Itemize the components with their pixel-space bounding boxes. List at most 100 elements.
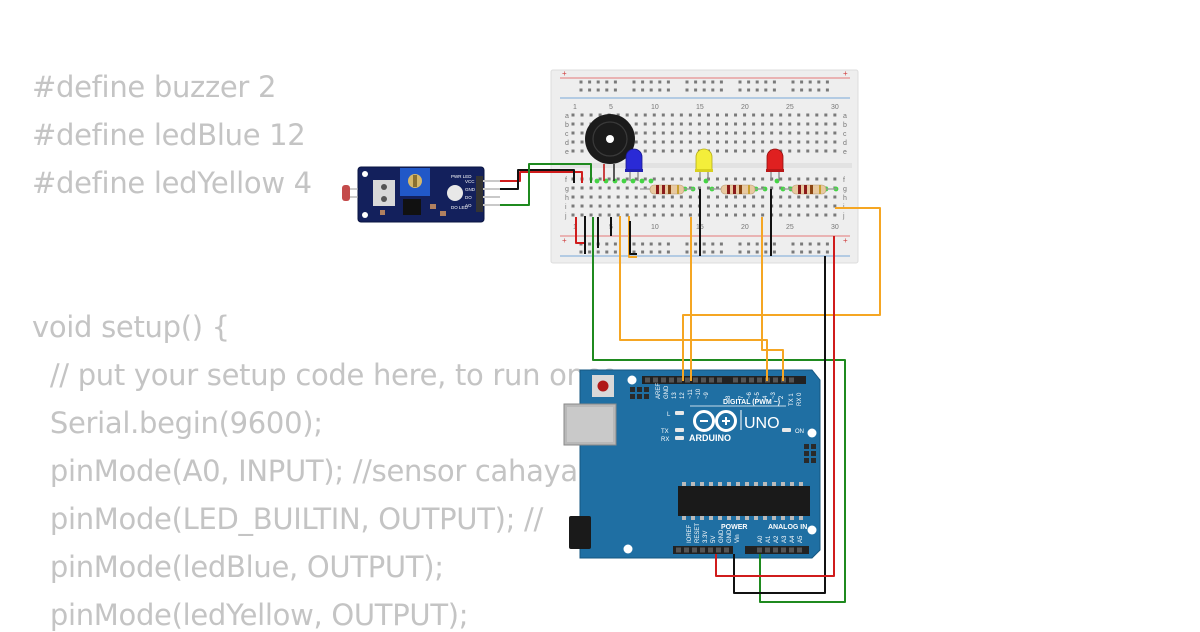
wire-sensor-vcc[interactable] [500,171,583,183]
logo-plus-v [725,417,727,425]
column-number: 5 [609,104,613,111]
breadboard-hole [571,195,575,199]
row-letter: h [565,195,569,202]
pin-label: ~11 [688,389,694,399]
breadboard-hole [634,213,638,217]
icsp-header [804,444,816,463]
rail-hole [825,88,829,92]
breadboard-hole [806,213,810,217]
header-hole [757,377,762,383]
chip-pin [718,482,722,486]
arduino-uno[interactable]: AREF GND 13 12 ~11 ~10 ~9 8 7 ~6 ~5 4 ~3… [563,369,821,559]
wire-black[interactable] [629,221,637,255]
resistor-band [727,185,730,194]
rail-hole [738,80,742,84]
breadboard-hole [688,213,692,217]
wire-orange[interactable] [619,216,768,381]
rail-hole [641,88,645,92]
sensor-header[interactable] [476,176,483,212]
breadboard-hole [589,213,593,217]
pin-label: Vin [735,534,741,543]
rail-hole [800,80,804,84]
breadboard-hole [752,177,756,181]
wire-red[interactable] [575,217,584,244]
power-led [447,185,463,201]
wire-orange[interactable] [682,207,881,381]
breadboard-hole [706,204,710,208]
piezo-buzzer[interactable] [585,114,635,181]
wire-sensor-ao[interactable] [500,163,592,206]
header-hole [757,547,762,553]
breadboard-hole [688,186,692,190]
header-hole [741,377,746,383]
do-led-label: DO LED [451,205,469,210]
pin-label: RESET [695,523,701,543]
breadboard-hole [761,131,765,135]
breadboard-hole [580,213,584,217]
breadboard-hole [697,122,701,126]
header-hole [677,377,682,383]
chip-pin [763,482,767,486]
breadboard-hole [725,131,729,135]
breadboard-hole [779,113,783,117]
code-line: Serial.begin(9600); [32,406,323,440]
chip-pin [736,482,740,486]
resistor[interactable] [711,184,765,195]
wires[interactable] [500,163,881,603]
breadboard-hole [815,213,819,217]
rail-hole [649,88,653,92]
resistor[interactable] [640,184,694,195]
breadboard-hole [580,113,584,117]
breadboard-hole [652,140,656,144]
header-hole [692,547,697,553]
row-letter: e [565,149,569,156]
breadboard-hole [743,195,747,199]
breadboard-hole [797,113,801,117]
breadboard-hole [743,149,747,153]
resistor-band [662,185,665,194]
resistor-band [733,185,736,194]
breadboard-hole [725,149,729,153]
bottom-header-pins[interactable] [676,547,802,553]
code-line: pinMode(A0, INPUT); //sensor cahaya [32,454,578,488]
breadboard[interactable]: + + + + 1 5 10 15 20 25 30 1 5 10 15 20 … [550,69,859,264]
wire-sensor-gnd[interactable] [500,169,575,190]
breadboard-hole [706,113,710,117]
rail-hole [755,250,759,254]
breadboard-hole [661,122,665,126]
reset-button-cap[interactable] [597,380,609,392]
column-number: 30 [831,104,839,111]
resistor[interactable] [783,184,837,195]
breadboard-hole [661,204,665,208]
rail-hole [711,88,715,92]
breadboard-hole [770,186,774,190]
chip-pin [709,482,713,486]
breadboard-hole [715,213,719,217]
breadboard-hole [688,177,692,181]
wire-orange[interactable] [761,217,784,381]
column-number: 30 [831,224,839,231]
rail-hole [772,242,776,246]
breadboard-hole [706,213,710,217]
rail-hole [702,250,706,254]
breadboard-hole [688,113,692,117]
chip-pin [691,482,695,486]
wire-black-gnd[interactable] [733,256,826,594]
led-rim [695,169,713,172]
pin-label: 12 [680,392,686,399]
pin-label-do: DO [465,195,472,200]
rail-hole [613,250,617,254]
header-hole [661,377,666,383]
digital-header[interactable] [642,376,806,384]
light-sensor-module[interactable]: PWR LED DO LED VCC GND DO AO [342,166,500,223]
wire-red-5v[interactable] [715,236,835,577]
led-yellow[interactable] [695,148,713,181]
led-red[interactable] [766,148,784,181]
led-blue[interactable] [625,148,643,181]
pin-label: ~3 [771,391,777,399]
header-hole [749,377,754,383]
header-hole [716,547,721,553]
breadboard-hole [770,113,774,117]
